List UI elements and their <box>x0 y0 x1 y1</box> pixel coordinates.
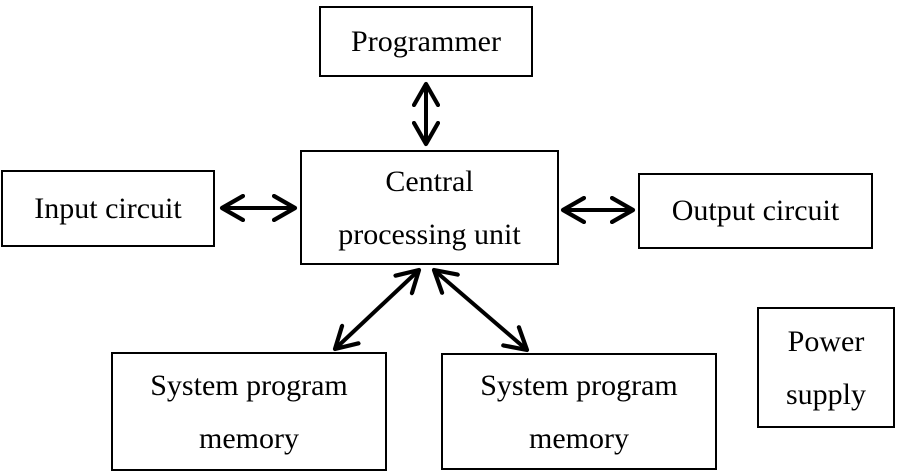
node-output-circuit-label: Output circuit <box>671 194 840 227</box>
node-memory-right-label-line1: System program <box>480 368 678 402</box>
node-input-circuit: Input circuit <box>1 170 215 247</box>
arrow-cpu-memory-left <box>335 270 419 349</box>
node-memory-left-label-line1: System program <box>150 368 348 402</box>
node-power-supply-label-line1: Power <box>787 324 865 358</box>
node-central-processing-unit: Central processing unit <box>300 150 559 265</box>
node-system-program-memory-right: System program memory <box>441 353 717 470</box>
node-memory-left-label-line2: memory <box>199 421 299 455</box>
node-cpu-label-line1: Central <box>385 164 474 198</box>
node-output-circuit: Output circuit <box>638 173 873 249</box>
node-memory-right-label-line2: memory <box>529 421 629 455</box>
node-system-program-memory-left: System program memory <box>111 352 387 471</box>
node-input-circuit-label: Input circuit <box>34 191 182 225</box>
node-programmer: Programmer <box>319 6 533 77</box>
node-power-supply: Power supply <box>757 307 895 428</box>
node-power-supply-label-line2: supply <box>785 377 866 411</box>
node-cpu-label-line2: processing unit <box>338 217 521 251</box>
node-programmer-label: Programmer <box>351 24 501 58</box>
arrow-cpu-memory-right <box>434 270 527 350</box>
